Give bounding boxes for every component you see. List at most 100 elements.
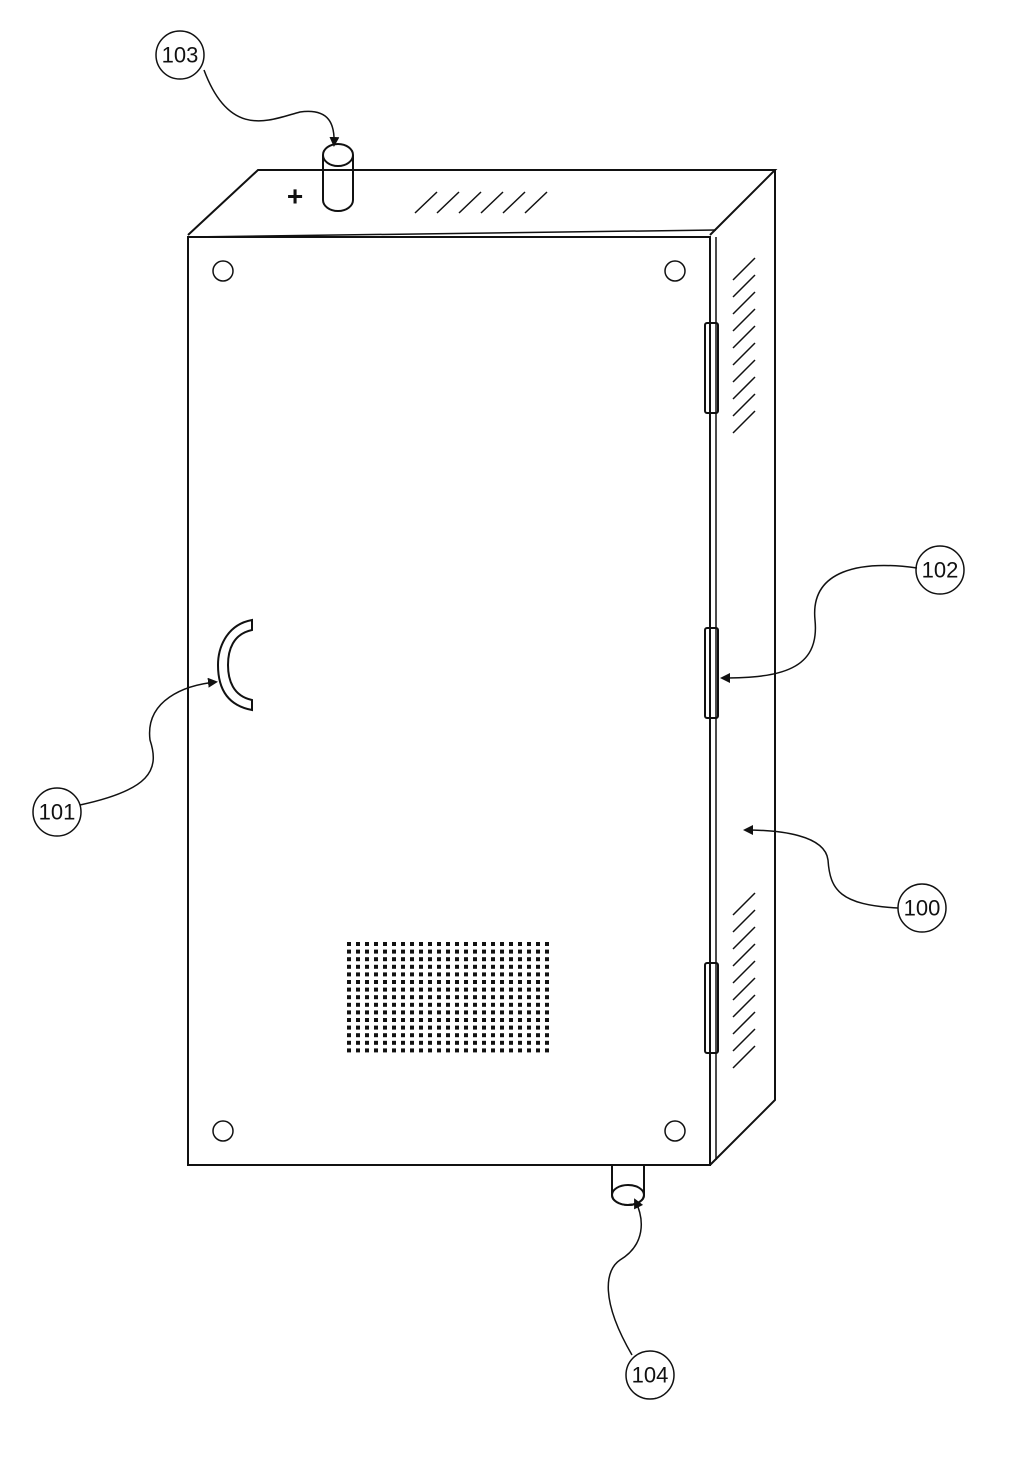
- grille-hole: [428, 1018, 432, 1022]
- grille-hole: [374, 980, 378, 984]
- grille-hole: [482, 1040, 486, 1045]
- grille-hole: [491, 957, 495, 962]
- grille-hole: [383, 1010, 387, 1015]
- grille-hole: [347, 1010, 351, 1015]
- grille-hole: [464, 949, 468, 954]
- grille-hole: [491, 1033, 495, 1038]
- vent-slot: [732, 342, 756, 366]
- grille-hole: [401, 980, 405, 984]
- grille-hole: [347, 1040, 351, 1045]
- vent-slot: [732, 994, 756, 1018]
- grille-hole: [473, 1010, 477, 1015]
- grille-hole: [437, 1048, 441, 1053]
- vent-slot: [732, 410, 756, 434]
- grille-hole: [428, 949, 432, 954]
- grille-hole: [527, 1040, 531, 1045]
- grille-hole: [536, 1025, 540, 1030]
- grille-hole: [356, 1033, 360, 1038]
- grille-hole: [419, 964, 423, 969]
- grille-hole: [455, 949, 459, 954]
- grille-hole: [419, 980, 423, 984]
- grille-hole: [365, 1040, 369, 1045]
- grille-hole: [365, 942, 369, 946]
- grille-hole: [437, 1018, 441, 1022]
- grille-hole: [401, 995, 405, 1000]
- grille-hole: [347, 987, 351, 992]
- grille-hole: [455, 1018, 459, 1022]
- grille-hole: [347, 972, 351, 977]
- grille-hole: [428, 1048, 432, 1053]
- grille-hole: [527, 957, 531, 962]
- grille-hole: [527, 987, 531, 992]
- grille-hole: [491, 1040, 495, 1045]
- grille-hole: [446, 1048, 450, 1053]
- grille-hole: [383, 1025, 387, 1030]
- grille-hole: [392, 964, 396, 969]
- grille-hole: [392, 1018, 396, 1022]
- svg-text:103: 103: [162, 43, 199, 68]
- grille-hole: [419, 1033, 423, 1038]
- grille-hole: [383, 972, 387, 977]
- vent-slot: [732, 960, 756, 984]
- grille-hole: [464, 1002, 468, 1007]
- grille-hole: [545, 1025, 549, 1030]
- grille-hole: [518, 987, 522, 992]
- grille-hole: [419, 1025, 423, 1030]
- grille-hole: [473, 964, 477, 969]
- grille-hole: [401, 1040, 405, 1045]
- grille-hole: [410, 957, 414, 962]
- grille-hole: [527, 949, 531, 954]
- vent-slot: [436, 191, 460, 214]
- grille-hole: [419, 972, 423, 977]
- vent-slot: [524, 191, 548, 214]
- grille-hole: [509, 1018, 513, 1022]
- grille-hole: [491, 987, 495, 992]
- grille-hole: [455, 1025, 459, 1030]
- grille-hole: [392, 987, 396, 992]
- label-101: 101: [32, 787, 82, 837]
- grille-hole: [545, 972, 549, 977]
- screw-holes: [212, 260, 686, 1142]
- grille-hole: [473, 972, 477, 977]
- grille-hole: [455, 972, 459, 977]
- vent-slot: [732, 274, 756, 298]
- grille-hole: [464, 1010, 468, 1015]
- grille-hole: [473, 957, 477, 962]
- grille-hole: [545, 995, 549, 1000]
- grille-hole: [545, 1002, 549, 1007]
- grille-hole: [545, 957, 549, 962]
- grille-hole: [500, 987, 504, 992]
- top-face: [187, 169, 778, 236]
- grille-hole: [374, 995, 378, 1000]
- grille-hole: [491, 942, 495, 946]
- grille-hole: [536, 1040, 540, 1045]
- grille-hole: [473, 949, 477, 954]
- grille-hole: [491, 1010, 495, 1015]
- leader-lines: [79, 69, 918, 1356]
- grille-hole: [509, 1002, 513, 1007]
- grille-hole: [545, 987, 549, 992]
- grille-hole: [491, 949, 495, 954]
- grille-hole: [527, 980, 531, 984]
- grille-hole: [482, 1010, 486, 1015]
- speaker-grille: [347, 942, 549, 1053]
- grille-hole: [419, 1002, 423, 1007]
- grille-hole: [356, 964, 360, 969]
- grille-hole: [545, 1010, 549, 1015]
- grille-hole: [482, 1002, 486, 1007]
- grille-hole: [437, 957, 441, 962]
- door-handle: [216, 618, 253, 712]
- grille-hole: [500, 964, 504, 969]
- vent-slot: [732, 1028, 756, 1052]
- grille-hole: [383, 1033, 387, 1038]
- grille-hole: [455, 1033, 459, 1038]
- grille-hole: [545, 1018, 549, 1022]
- grille-hole: [428, 972, 432, 977]
- grille-hole: [419, 987, 423, 992]
- grille-hole: [437, 1002, 441, 1007]
- grille-hole: [392, 980, 396, 984]
- cabinet-body: [187, 169, 778, 1166]
- vent-slot: [414, 191, 438, 214]
- polarity-mark: +: [287, 181, 303, 212]
- grille-hole: [473, 995, 477, 1000]
